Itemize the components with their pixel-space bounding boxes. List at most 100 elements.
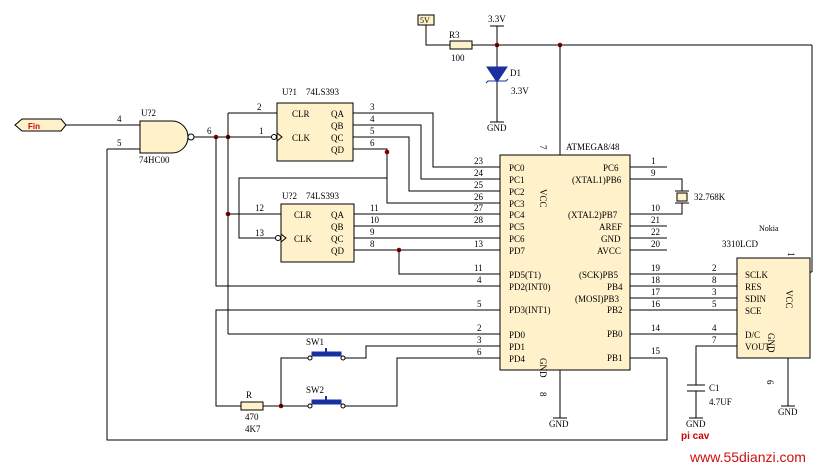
- resistor-r: R 470 4K7: [240, 357, 308, 434]
- mcu-pin-26: 26: [474, 192, 484, 202]
- u2-pin-clr: 12: [255, 203, 264, 213]
- vcc-33v-label: 3.3V: [488, 14, 506, 24]
- gnd-label-d1: GND: [487, 123, 507, 133]
- nand-gate-74hc00: [139, 120, 189, 154]
- mcu-r-pb3: (MOSI)PB3: [575, 294, 620, 304]
- mcu-pc6: PC6: [509, 234, 525, 244]
- power-section: 5V R3 100 3.3V D1 3.3V GND: [417, 14, 813, 273]
- mcu-pd4: PD4: [509, 354, 526, 364]
- lcd-res: RES: [745, 282, 762, 292]
- lcd-sce: SCE: [745, 306, 762, 316]
- sw2-body: [311, 399, 342, 405]
- mcu-pin-28: 28: [474, 215, 484, 225]
- u1-qb: QB: [331, 121, 344, 131]
- lcd-pin-8: 8: [712, 275, 717, 285]
- lcd-gnd-label: GND: [766, 333, 776, 353]
- mcu-gnd-pin: 8: [538, 392, 548, 397]
- mcu-pd0: PD0: [509, 330, 526, 340]
- lcd-pin-4: 4: [712, 323, 717, 333]
- lcd-part: 3310LCD: [722, 239, 759, 249]
- input-section: Fin 4 U?2 74HC00 5 6: [14, 108, 231, 165]
- u2-body: [280, 203, 355, 263]
- watermark-brand: www.55dianzi.com: [689, 449, 806, 465]
- u2-qb: QB: [331, 222, 344, 232]
- resistor-r3: [449, 40, 473, 50]
- capacitor-c1: C1 4.7UF GND: [686, 383, 732, 429]
- mcu-r-pb7: (XTAL2)PB7: [568, 210, 618, 220]
- mcu-r-pb5: (SCK)PB5: [579, 270, 619, 280]
- mcu-pin-3: 3: [477, 335, 482, 345]
- lcd-vcc-pin: 1: [786, 252, 796, 257]
- mcu-pc2: PC2: [509, 187, 525, 197]
- r3-ref: R3: [449, 30, 460, 40]
- u2-pin-qa: 11: [370, 203, 379, 213]
- lcd-pin-7: 7: [712, 335, 717, 345]
- r-value: 470: [245, 412, 259, 422]
- lcd-pin-5: 5: [712, 299, 717, 309]
- mcu-r-aref: AREF: [599, 222, 622, 232]
- u2-clk-label: CLK: [294, 234, 313, 244]
- mcu-pc4: PC4: [509, 210, 525, 220]
- r3-value: 100: [451, 53, 465, 63]
- pd-wires: [106, 137, 668, 441]
- watermark: pi cav www.55dianzi.com: [681, 431, 806, 465]
- u1-clr-label: CLR: [292, 109, 310, 119]
- mcu-pin-20: 20: [651, 239, 661, 249]
- u2-pin-qd: 8: [370, 239, 375, 249]
- c1-ref: C1: [709, 383, 720, 393]
- sw1-body: [311, 351, 342, 357]
- nand-pin-in1: 4: [117, 114, 122, 124]
- mcu-pin-4: 4: [477, 275, 482, 285]
- crystal-32768: 32.768K: [667, 178, 726, 215]
- r-ref: R: [246, 390, 252, 400]
- mcu-r-avcc: AVCC: [597, 246, 621, 256]
- mcu-vcc-pin: 7: [538, 145, 548, 150]
- mcu-pin-22: 22: [651, 227, 660, 237]
- lcd-3310: Nokia 3310LCD 1 VCC GND 6 GND SCLK RES S…: [695, 224, 811, 417]
- nand-part: 74HC00: [139, 155, 170, 165]
- u2-pin-qc: 9: [370, 227, 375, 237]
- lcd-sdin: SDIN: [745, 294, 767, 304]
- mcu-r-pb4: PB4: [607, 282, 623, 292]
- sw1-ref: SW1: [306, 337, 324, 347]
- u2-qa: QA: [331, 210, 344, 220]
- mcu-r-gnd: GND: [601, 234, 621, 244]
- vcc-5v-label: 5V: [420, 16, 430, 25]
- mcu-pd5: PD5(T1): [509, 270, 541, 280]
- mcu-pin-25: 25: [474, 180, 484, 190]
- fin-port: [14, 118, 67, 132]
- crystal-body: [676, 192, 688, 202]
- counter-u2: U?2 74LS393 CLR CLK 12 13 QA QB QC QD 11…: [225, 152, 388, 263]
- watermark-small: pi cav: [681, 431, 710, 442]
- mcu-r-pb1: PB1: [607, 353, 623, 363]
- mcu-pin-5: 5: [477, 299, 482, 309]
- u2-qc: QC: [331, 234, 344, 244]
- mcu-pin-17: 17: [651, 287, 661, 297]
- mcu-to-lcd-wires: [630, 273, 737, 359]
- u1-qc: QC: [331, 133, 344, 143]
- mcu-pd2: PD2(INT0): [509, 282, 551, 292]
- mcu-pd3: PD3(INT1): [509, 305, 551, 315]
- lcd-sclk: SCLK: [745, 270, 769, 280]
- u1-pin-clk: 1: [259, 126, 264, 136]
- u1-to-mcu-wires: [353, 112, 500, 204]
- mcu-pc3: PC3: [509, 199, 525, 209]
- mcu-pin-16: 16: [651, 299, 661, 309]
- mcu-pd1: PD1: [509, 342, 525, 352]
- u1-pin-qa: 3: [370, 102, 375, 112]
- u2-qd: QD: [331, 246, 344, 256]
- mcu-pin-15: 15: [651, 346, 661, 356]
- u1-part: 74LS393: [306, 87, 340, 97]
- lcd-vout: VOUT: [745, 342, 770, 352]
- mcu-pc1: PC1: [509, 175, 525, 185]
- mcu-pin-9: 9: [651, 168, 656, 178]
- mcu-pin-19: 19: [651, 263, 661, 273]
- mcu-pin-6: 6: [477, 347, 482, 357]
- u2-pin-clk: 13: [255, 228, 265, 238]
- mcu-pin-23: 23: [474, 156, 484, 166]
- lcd-vcc-label: VCC: [784, 290, 794, 309]
- mcu-pin-27: 27: [474, 203, 484, 213]
- mcu-r-pc6: PC6: [603, 163, 619, 173]
- mcu-r-pb0: PB0: [607, 329, 623, 339]
